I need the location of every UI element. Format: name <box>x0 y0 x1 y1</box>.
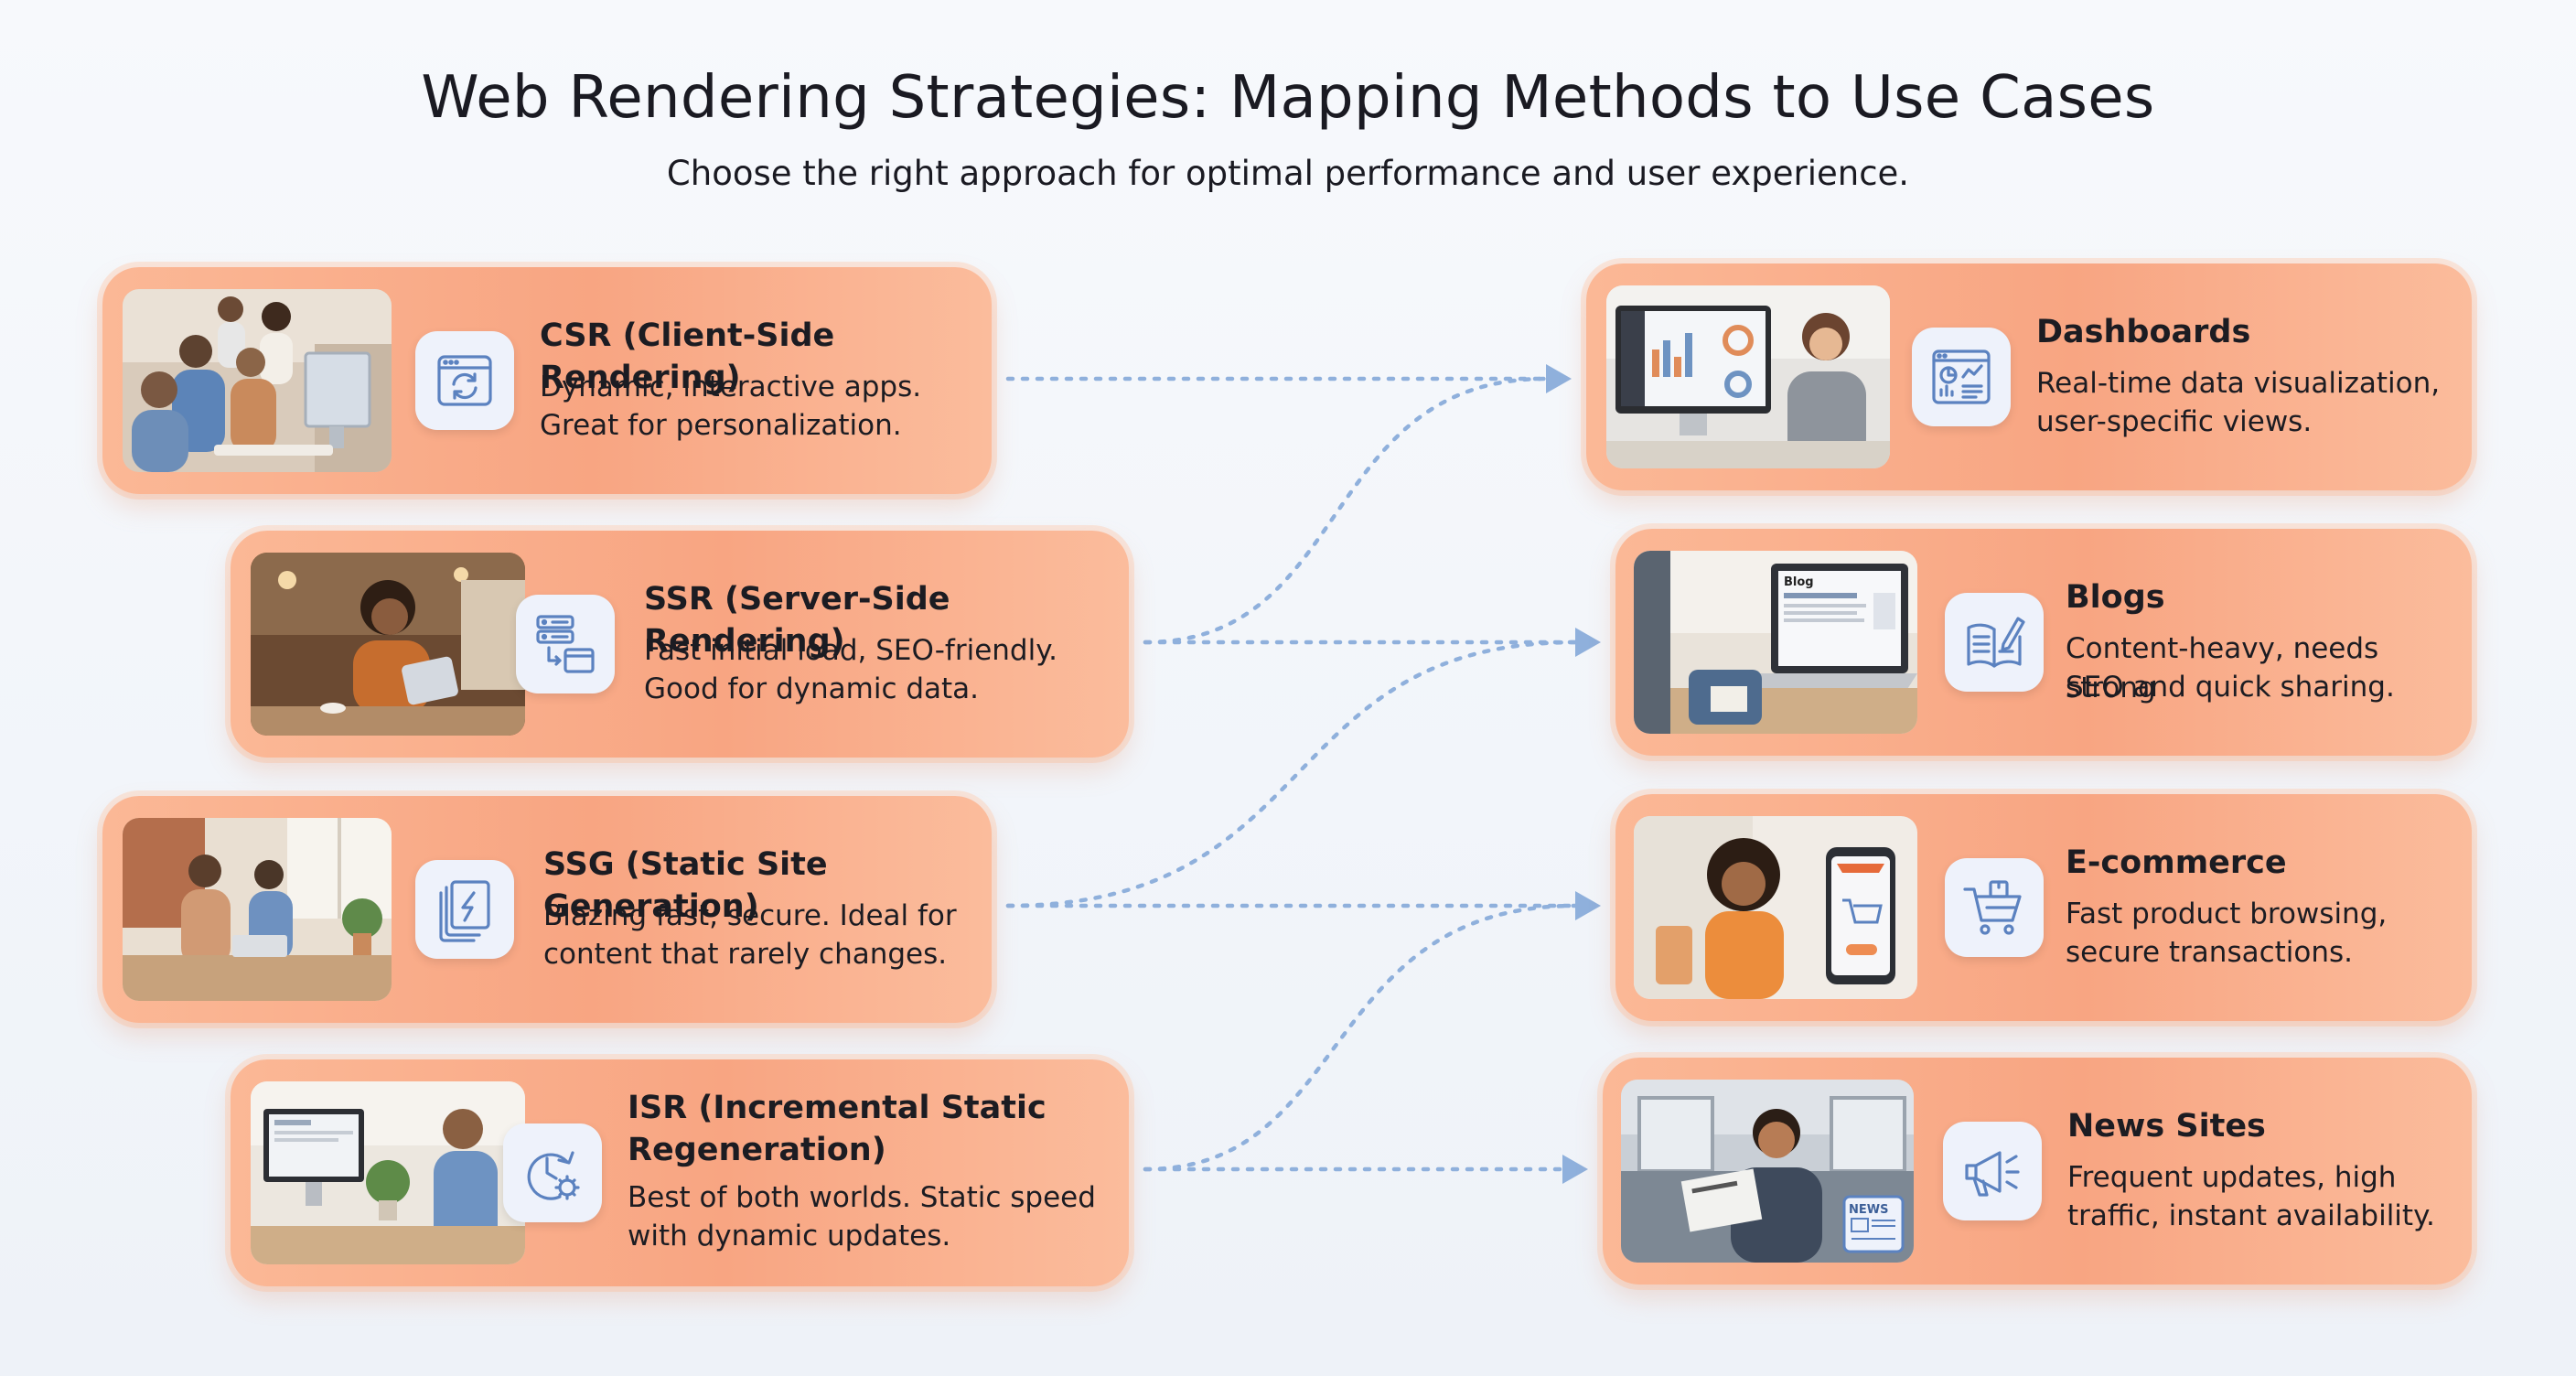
megaphone-icon <box>1965 1151 2020 1197</box>
isr-desc-line2: with dynamic updates. <box>628 1220 951 1252</box>
ssg-office-photo <box>123 818 392 1001</box>
ecommerce-title: E-commerce <box>2066 844 2287 881</box>
ecommerce-desc-line2: secure transactions. <box>2066 936 2354 969</box>
ssr-desc-line2: Good for dynamic data. <box>644 672 980 705</box>
connector-ssg-blogs <box>1005 640 1578 908</box>
refresh-window-icon <box>437 355 492 406</box>
ssg-desc-line2: content that rarely changes. <box>543 938 948 971</box>
isr-title-line1: ISR (Incremental Static <box>628 1090 1046 1126</box>
stacked-pages-bolt-icon <box>439 880 490 942</box>
usecase-card-news-sites[interactable]: NEWS News Sites Frequent updates, high t… <box>1603 1058 2472 1285</box>
news-sites-desc-line2: traffic, instant availability. <box>2067 1199 2435 1232</box>
dashboard-icon <box>1932 349 1991 404</box>
arrowhead-dashboards <box>1546 364 1572 393</box>
news-sites-photo: NEWS <box>1621 1080 1914 1263</box>
dashboards-icon-box <box>1912 328 2011 426</box>
arrowhead-ecommerce <box>1575 891 1601 920</box>
page-title: Web Rendering Strategies: Mapping Method… <box>421 64 2155 132</box>
news-sites-icon-box <box>1943 1122 2042 1220</box>
news-sites-desc-line1: Frequent updates, high <box>2067 1161 2397 1194</box>
usecase-card-ecommerce[interactable]: E-commerce Fast product browsing, secure… <box>1615 794 2472 1021</box>
dashboards-title: Dashboards <box>2036 314 2251 350</box>
page-subtitle: Choose the right approach for optimal pe… <box>666 154 1910 193</box>
blogs-desc-line2: SEO and quick sharing. <box>2066 671 2395 704</box>
csr-desc-line2: Great for personalization. <box>540 409 902 442</box>
isr-title-line2: Regeneration) <box>628 1132 886 1168</box>
isr-desc-line1: Best of both worlds. Static speed <box>628 1181 1096 1214</box>
blogs-icon-box <box>1945 593 2044 692</box>
dashboards-desc-line2: user-specific views. <box>2036 405 2313 438</box>
ecommerce-desc-line1: Fast product browsing, <box>2066 898 2388 930</box>
method-card-ssg[interactable]: SSG (Static Site Generation) Blazing fas… <box>102 796 992 1023</box>
blog-screen-label: Blog <box>1784 575 1814 589</box>
csr-icon-box <box>415 331 514 430</box>
usecase-card-dashboards[interactable]: Dashboards Real-time data visualization,… <box>1586 263 2472 490</box>
arrowhead-blogs <box>1575 628 1601 657</box>
ssr-cafe-photo <box>251 553 525 736</box>
ssr-icon-box <box>516 595 615 693</box>
news-sites-title: News Sites <box>2067 1108 2266 1145</box>
dashboards-photo <box>1606 285 1890 468</box>
ssg-title: SSG (Static Site Generation) <box>543 846 828 925</box>
dashboards-desc-line1: Real-time data visualization, <box>2036 367 2441 400</box>
ssg-icon-box <box>415 860 514 959</box>
shopping-cart-icon <box>1963 880 2022 935</box>
blogs-photo: Blog <box>1634 551 1917 734</box>
arrowhead-news <box>1562 1155 1588 1184</box>
method-card-isr[interactable]: ISR (Incremental Static Regeneration) Be… <box>231 1059 1129 1286</box>
blogs-desc-line1: Content-heavy, needs strong <box>2066 632 2379 704</box>
blogs-title: Blogs <box>2066 579 2165 616</box>
method-card-csr[interactable]: CSR (Client-Side Rendering) Dynamic, int… <box>102 267 992 494</box>
ssr-title: SSR (Server-Side Rendering) <box>644 581 950 660</box>
isr-icon-box <box>503 1123 602 1222</box>
isr-desk-photo <box>251 1081 525 1264</box>
connector-ssr-dashboards <box>1143 376 1549 645</box>
method-card-ssr[interactable]: SSR (Server-Side Rendering) Fast initial… <box>231 531 1129 758</box>
ecommerce-photo <box>1634 816 1917 999</box>
server-icon <box>536 615 595 673</box>
news-badge-label: NEWS <box>1849 1203 1888 1217</box>
ssg-desc-line1: Blazing fast, secure. Ideal for <box>543 899 957 932</box>
ecommerce-icon-box <box>1945 858 2044 957</box>
open-book-pen-icon <box>1967 617 2025 668</box>
usecase-card-blogs[interactable]: Blog Blogs Content-heavy, needs strong S… <box>1615 529 2472 756</box>
csr-desc-line1: Dynamic, interactive apps. <box>540 371 922 403</box>
connector-isr-ecommerce <box>1143 903 1578 1172</box>
csr-team-photo <box>123 289 392 472</box>
clock-gear-icon <box>527 1151 580 1200</box>
ssr-desc-line1: Fast initial load, SEO-friendly. <box>644 634 1057 667</box>
csr-title: CSR (Client-Side Rendering) <box>540 317 835 396</box>
